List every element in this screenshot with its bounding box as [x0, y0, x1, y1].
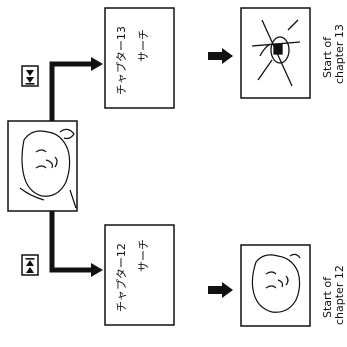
- result-caption-top-line1: Start of: [321, 36, 334, 78]
- helicopter-sketch: [251, 19, 301, 87]
- result-caption-bottom-line2: chapter 12: [333, 265, 346, 325]
- result-caption-bottom-line1: Start of: [321, 276, 334, 318]
- face-sketch: [19, 128, 77, 209]
- search-screen-top: サーチ チャプター13: [104, 7, 175, 109]
- skip-forward-icon: [25, 70, 35, 85]
- search-label-top: サーチ: [137, 29, 150, 62]
- connector-to-bottom: [49, 211, 103, 277]
- result-caption-top-line2: chapter 13: [333, 24, 346, 84]
- face-sketch-small: [251, 253, 301, 313]
- skip-back-icon: [25, 258, 35, 273]
- chapter-label-bottom: チャプター12: [115, 243, 128, 312]
- search-label-bottom: サーチ: [137, 239, 150, 272]
- result-screen-bottom: [240, 244, 311, 327]
- arrow-to-result-bottom: [208, 282, 233, 298]
- source-screen: [7, 120, 78, 212]
- result-screen-top: [240, 7, 311, 99]
- search-screen-bottom: サーチ チャプター12: [104, 224, 175, 326]
- skip-back-button: [21, 254, 39, 276]
- chapter-label-top: チャプター13: [115, 26, 128, 95]
- arrow-to-result-top: [208, 48, 233, 64]
- connector-to-top: [49, 57, 103, 121]
- skip-forward-button: [21, 65, 39, 87]
